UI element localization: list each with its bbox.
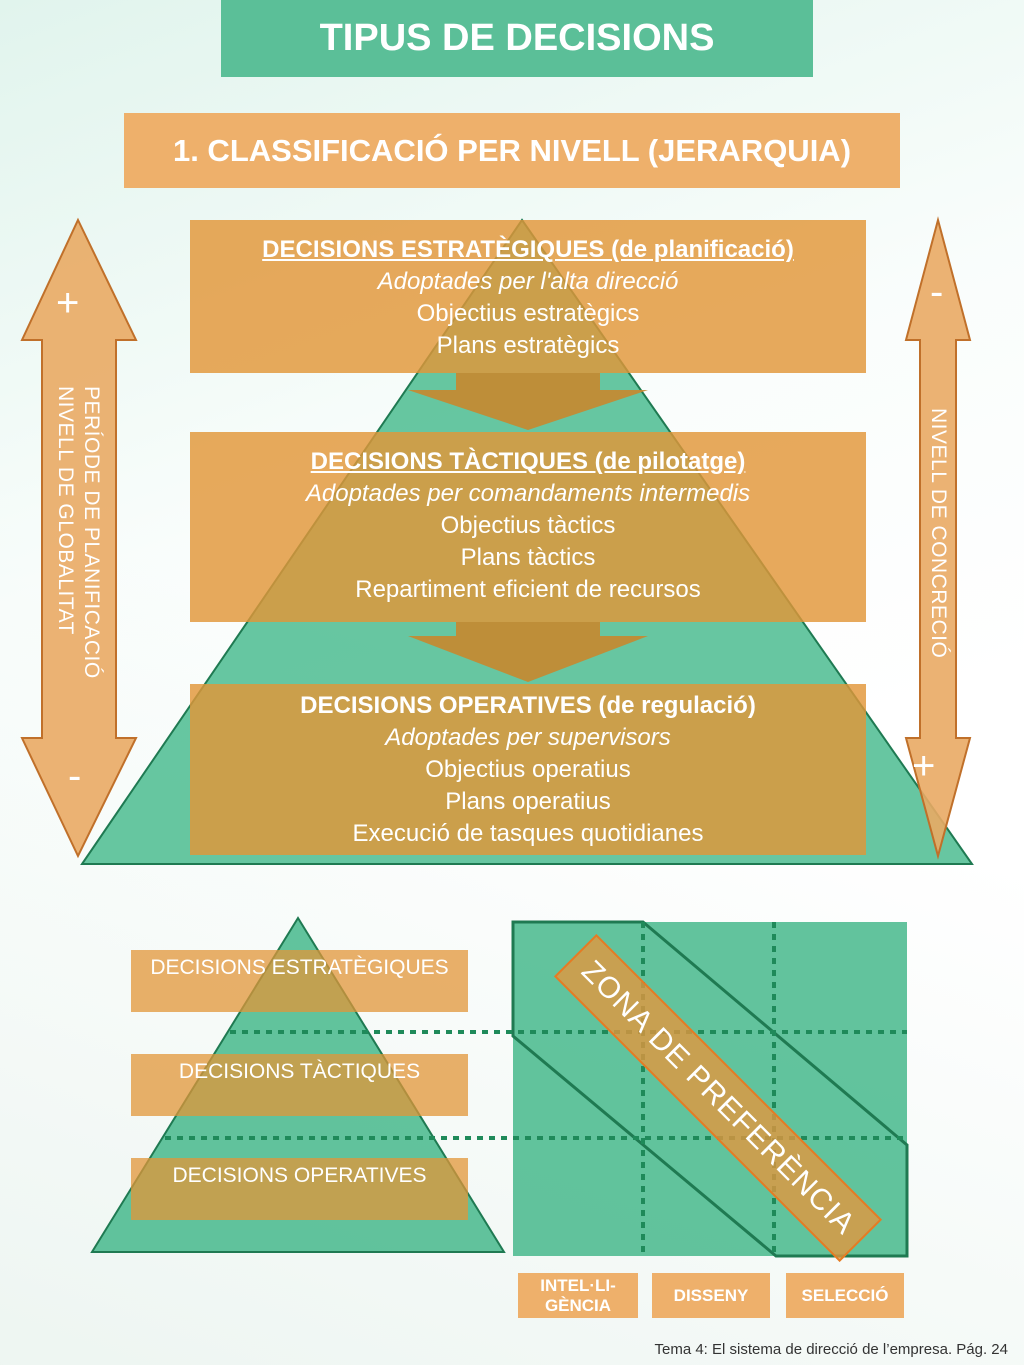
operative-line: Plans operatius — [445, 788, 611, 815]
tactical-who: Adoptades per comandaments intermedis — [305, 480, 751, 507]
strategic-decisions-box: DECISIONS ESTRATÈGIQUES (de planificació… — [190, 220, 866, 373]
page-footer: Tema 4: El sistema de direcció de l’empr… — [654, 1341, 1008, 1358]
tactical-line: Plans tàctics — [460, 544, 596, 571]
phase-intelligence: INTEL·LI-GÈNCIA — [518, 1273, 638, 1318]
right-top-sign: - — [930, 270, 944, 314]
phase-selection: SELECCIÓ — [786, 1273, 904, 1318]
operative-who: Adoptades per supervisors — [385, 724, 671, 751]
section-subtitle: 1. CLASSIFICACIÓ PER NIVELL (JERARQUIA) — [124, 113, 900, 188]
left-axis-label: PERÍODE DE PLANIFICACIÓ NIVELL DE GLOBAL… — [52, 386, 104, 679]
small-tactical-box: DECISIONS TÀCTIQUES — [131, 1054, 468, 1116]
phase-design: DISSENY — [652, 1273, 770, 1318]
small-operative-box: DECISIONS OPERATIVES — [131, 1158, 468, 1220]
tactical-line: Objectius tàctics — [440, 512, 616, 539]
right-bottom-sign: + — [912, 744, 936, 788]
tactical-line: Repartiment eficient de recursos — [355, 576, 701, 603]
strategic-line: Objectius estratègics — [416, 300, 640, 327]
strategic-line: Plans estratègics — [436, 332, 620, 359]
left-double-arrow — [20, 217, 138, 859]
strategic-who: Adoptades per l'alta direcció — [377, 268, 679, 295]
strategic-heading: DECISIONS ESTRATÈGIQUES (de planificació… — [262, 236, 794, 263]
small-strategic-box: DECISIONS ESTRATÈGIQUES — [131, 950, 468, 1012]
left-axis-label-1: PERÍODE DE PLANIFICACIÓ — [80, 386, 103, 679]
left-bottom-sign: - — [68, 754, 82, 798]
right-axis-label: NIVELL DE CONCRECIÓ — [927, 408, 950, 659]
down-arrow-1 — [408, 373, 648, 430]
down-arrow-2 — [408, 622, 648, 682]
operative-line: Objectius operatius — [425, 756, 631, 783]
page-title: TIPUS DE DECISIONS — [221, 0, 813, 77]
operative-decisions-box: DECISIONS OPERATIVES (de regulació) Adop… — [190, 684, 866, 855]
operative-line: Execució de tasques quotidianes — [352, 820, 704, 847]
left-top-sign: + — [56, 281, 80, 325]
right-double-arrow — [904, 216, 972, 860]
operative-heading: DECISIONS OPERATIVES (de regulació) — [300, 692, 756, 719]
tactical-decisions-box: DECISIONS TÀCTIQUES (de pilotatge) Adopt… — [190, 432, 866, 622]
tactical-heading: DECISIONS TÀCTIQUES (de pilotatge) — [310, 448, 746, 475]
left-axis-label-2: NIVELL DE GLOBALITAT — [54, 386, 77, 635]
